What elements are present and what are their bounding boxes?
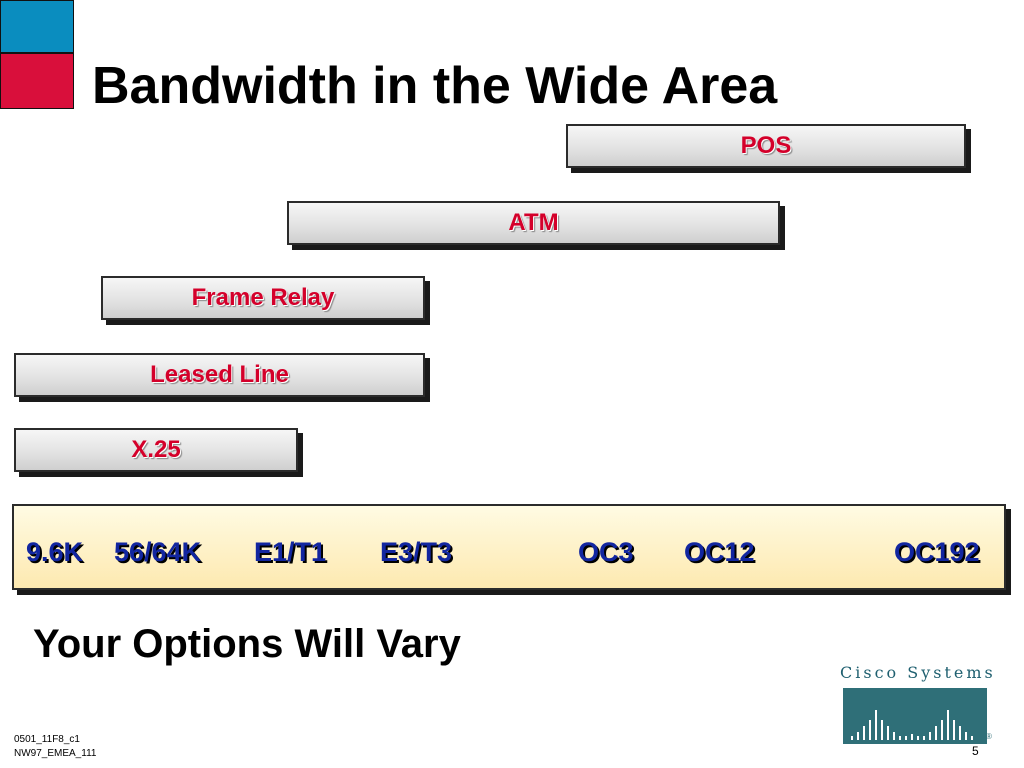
logo-bar xyxy=(917,736,919,740)
tech-bar-leased-line: Leased Line xyxy=(14,353,425,397)
logo-bar xyxy=(911,734,913,740)
logo-bar xyxy=(905,736,907,740)
logo-bar xyxy=(881,720,883,740)
footer-code-2: NW97_EMEA_111 xyxy=(14,748,97,759)
tech-bar-atm: ATM xyxy=(287,201,780,245)
corner-red-square xyxy=(0,53,74,109)
corner-blue-square xyxy=(0,0,74,53)
logo-bar xyxy=(893,732,895,740)
tech-bar-pos: POS xyxy=(566,124,966,168)
tech-bar-label: Frame Relay xyxy=(191,284,335,311)
registered-mark-icon: ® xyxy=(986,732,992,741)
slide-title: Bandwidth in the Wide Area xyxy=(92,57,778,115)
logo-bar xyxy=(941,720,943,740)
logo-bar xyxy=(953,720,955,740)
scale-label-e1-t1: E1/T1 xyxy=(254,537,327,567)
bandwidth-scale: 9.6K 56/64K E1/T1 E3/T3 OC3 OC12 OC192 xyxy=(12,504,1006,590)
tech-bar-label: X.25 xyxy=(131,436,181,463)
logo-bars-icon xyxy=(851,710,973,740)
logo-bar xyxy=(875,710,877,740)
logo-bar xyxy=(929,732,931,740)
page-number: 5 xyxy=(972,744,979,758)
scale-label-oc12: OC12 xyxy=(684,537,755,567)
logo-bar xyxy=(869,720,871,740)
logo-bar xyxy=(887,726,889,740)
logo-bar xyxy=(923,736,925,740)
scale-label-56-64k: 56/64K xyxy=(114,537,202,567)
logo-bridge-graphic xyxy=(843,688,987,744)
slide-subtitle: Your Options Will Vary xyxy=(33,622,461,666)
logo-bar xyxy=(971,736,973,740)
logo-bar xyxy=(935,726,937,740)
tech-bar-x25: X.25 xyxy=(14,428,298,472)
logo-bar xyxy=(857,732,859,740)
tech-bar-label: POS xyxy=(740,132,792,159)
scale-label-oc3: OC3 xyxy=(578,537,634,567)
logo-bar xyxy=(863,726,865,740)
tech-bar-label: Leased Line xyxy=(150,361,289,388)
logo-bar xyxy=(947,710,949,740)
footer-code-1: 0501_11F8_c1 xyxy=(14,734,80,745)
scale-label-oc192: OC192 xyxy=(894,537,980,567)
tech-bar-label: ATM xyxy=(508,209,559,236)
logo-bar xyxy=(959,726,961,740)
logo-bar xyxy=(965,732,967,740)
tech-bar-frame-relay: Frame Relay xyxy=(101,276,425,320)
scale-label-9-6k: 9.6K xyxy=(26,537,84,567)
logo-bar xyxy=(851,736,853,740)
logo-wordmark: Cisco Systems xyxy=(840,663,996,682)
cisco-logo: Cisco Systems ® xyxy=(840,660,996,744)
logo-bar xyxy=(899,736,901,740)
scale-label-e3-t3: E3/T3 xyxy=(380,537,453,567)
